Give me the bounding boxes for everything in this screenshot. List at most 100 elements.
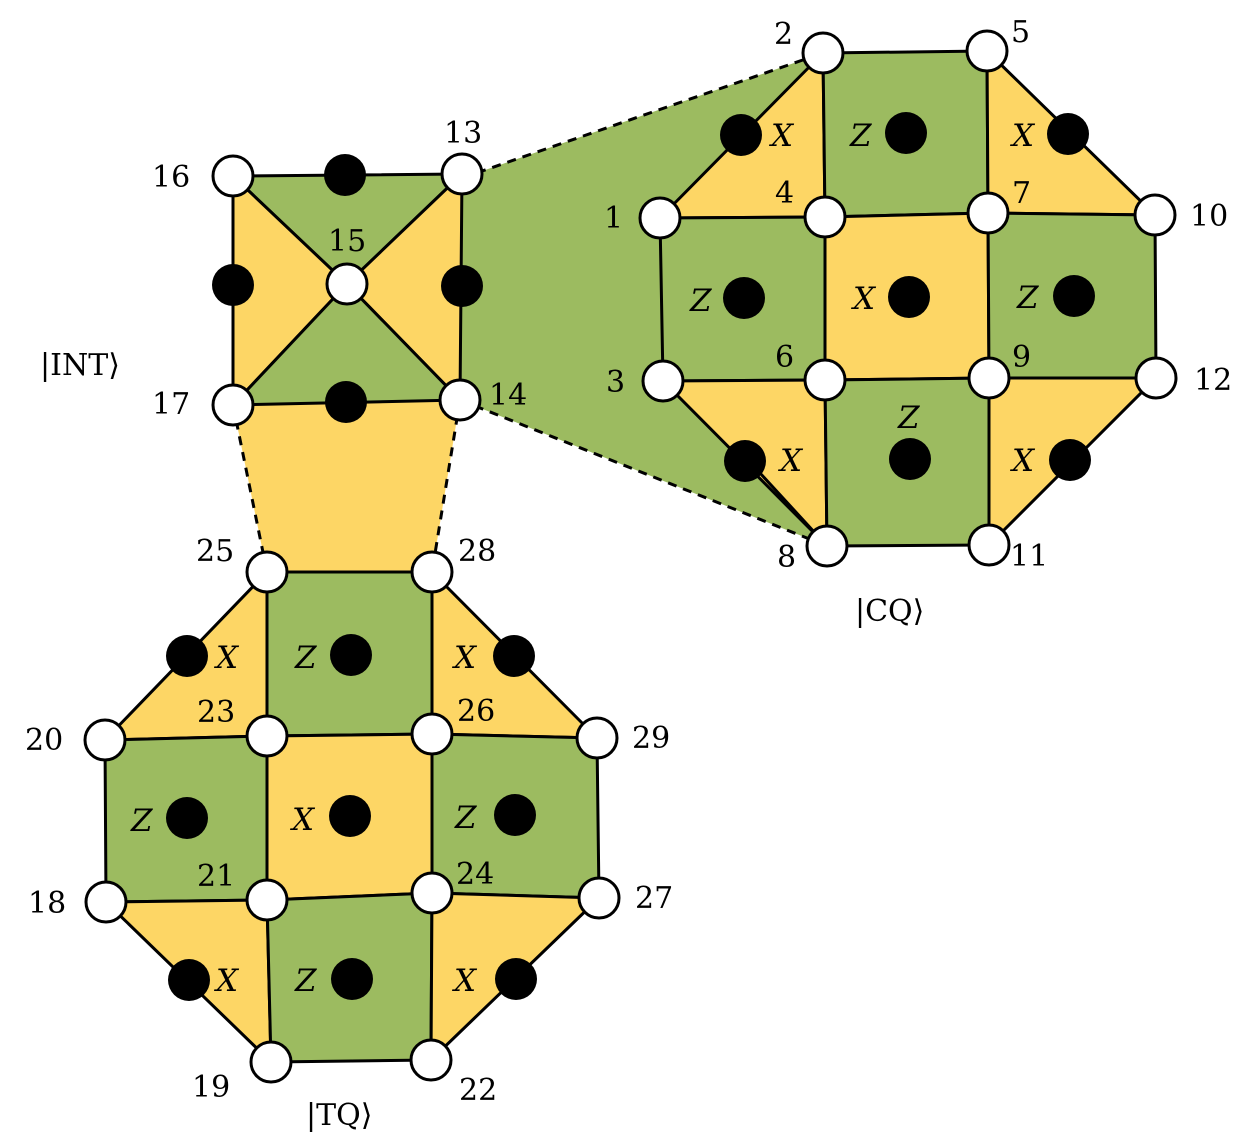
bridge-int-tq: [233, 400, 460, 572]
op-cq-8: Z: [897, 400, 920, 436]
int-patch: [212, 154, 483, 423]
qubit-7: [966, 191, 1010, 235]
qubit-3: [641, 359, 685, 403]
cq-ancilla-7: [724, 440, 766, 482]
label-9: 9: [1012, 340, 1031, 375]
op-cq-3: X: [1010, 118, 1036, 154]
op-cq-5: X: [851, 281, 877, 317]
qubit-22: [409, 1038, 453, 1082]
qubit-21: [245, 878, 289, 922]
label-4: 4: [775, 176, 794, 211]
label-2: 2: [774, 17, 793, 52]
qubit-14: [438, 378, 482, 422]
cq-ancilla-9: [1049, 439, 1091, 481]
cq-ancilla-8: [889, 438, 931, 480]
label-3: 3: [606, 365, 625, 400]
op-tq-5: X: [290, 802, 316, 838]
label-16: 16: [152, 160, 190, 195]
label-13: 13: [444, 116, 482, 151]
int-ancilla-right: [441, 265, 483, 307]
op-tq-8: Z: [294, 963, 317, 999]
qubit-24: [410, 871, 454, 915]
int-ancilla-left: [212, 264, 254, 306]
tq-ancilla-1: [166, 635, 208, 677]
state-label-tq: |TQ⟩: [306, 1098, 372, 1133]
qubit-17: [211, 383, 255, 427]
label-29: 29: [632, 721, 670, 756]
op-cq-1: X: [769, 118, 795, 154]
qubit-2: [801, 31, 845, 75]
operator-labels: X Z X Z X Z X Z X X Z X Z X Z X Z X: [130, 118, 1039, 999]
qubit-4: [803, 195, 847, 239]
qubit-23: [245, 714, 289, 758]
op-cq-2: Z: [849, 118, 872, 154]
label-6: 6: [775, 340, 794, 375]
cq-ancilla-1: [720, 114, 762, 156]
op-tq-3: X: [452, 640, 478, 676]
label-28: 28: [458, 534, 496, 569]
qubit-20: [83, 718, 127, 762]
state-label-cq: |CQ⟩: [855, 594, 924, 629]
qubit-16: [211, 154, 255, 198]
label-5: 5: [1011, 15, 1030, 50]
cq-ancilla-2: [885, 112, 927, 154]
qubit-11: [967, 523, 1011, 567]
label-24: 24: [456, 857, 494, 892]
label-19: 19: [192, 1070, 230, 1105]
op-cq-6: Z: [1016, 280, 1039, 316]
label-22: 22: [459, 1073, 497, 1108]
state-label-int: |INT⟩: [40, 348, 120, 383]
qubit-27: [577, 876, 621, 920]
qubit-9: [967, 356, 1011, 400]
op-tq-7: X: [214, 963, 240, 999]
qubit-18: [84, 880, 128, 924]
qubit-19: [249, 1040, 293, 1084]
label-23: 23: [197, 695, 235, 730]
tq-ancilla-9: [495, 958, 537, 1000]
label-14: 14: [489, 378, 527, 413]
tq-ancilla-7: [168, 959, 210, 1001]
op-tq-4: Z: [130, 803, 153, 839]
int-ancilla-top: [324, 154, 366, 196]
label-17: 17: [152, 387, 190, 422]
op-cq-7: X: [778, 443, 804, 479]
qubit-6: [803, 358, 847, 402]
label-11: 11: [1010, 539, 1048, 574]
label-27: 27: [635, 881, 673, 916]
qubit-15: [325, 262, 369, 306]
op-cq-4: Z: [689, 283, 712, 319]
label-25: 25: [196, 534, 234, 569]
tq-patch: [103, 570, 601, 1064]
cq-ancilla-3: [1047, 113, 1089, 155]
qubit-10: [1133, 193, 1177, 237]
qubit-29: [575, 716, 619, 760]
qubit-25: [245, 550, 289, 594]
label-8: 8: [777, 540, 796, 575]
tq-ancilla-2: [330, 634, 372, 676]
qubit-12: [1134, 356, 1178, 400]
label-1: 1: [604, 201, 623, 236]
qubit-28: [410, 550, 454, 594]
label-7: 7: [1012, 176, 1031, 211]
op-tq-9: X: [452, 963, 478, 999]
label-15: 15: [328, 224, 366, 259]
op-tq-2: Z: [294, 640, 317, 676]
tq-ancilla-4: [166, 797, 208, 839]
label-21: 21: [197, 859, 235, 894]
state-labels: |INT⟩ |CQ⟩ |TQ⟩: [40, 348, 924, 1133]
label-12: 12: [1194, 363, 1232, 398]
tq-ancilla-5: [329, 795, 371, 837]
qubit-13: [440, 152, 484, 196]
qubit-number-labels: 1 2 3 4 5 6 7 8 9 10 11 12 13 14 15 16 1…: [25, 15, 1232, 1108]
cq-patch: [658, 49, 1158, 548]
tq-ancilla-3: [493, 635, 535, 677]
op-tq-6: Z: [454, 800, 477, 836]
cq-ancilla-4: [723, 277, 765, 319]
label-26: 26: [457, 694, 495, 729]
label-20: 20: [25, 723, 63, 758]
cq-ancilla-5: [888, 276, 930, 318]
qubit-5: [965, 29, 1009, 73]
qubit-1: [638, 196, 682, 240]
op-cq-9: X: [1010, 443, 1036, 479]
